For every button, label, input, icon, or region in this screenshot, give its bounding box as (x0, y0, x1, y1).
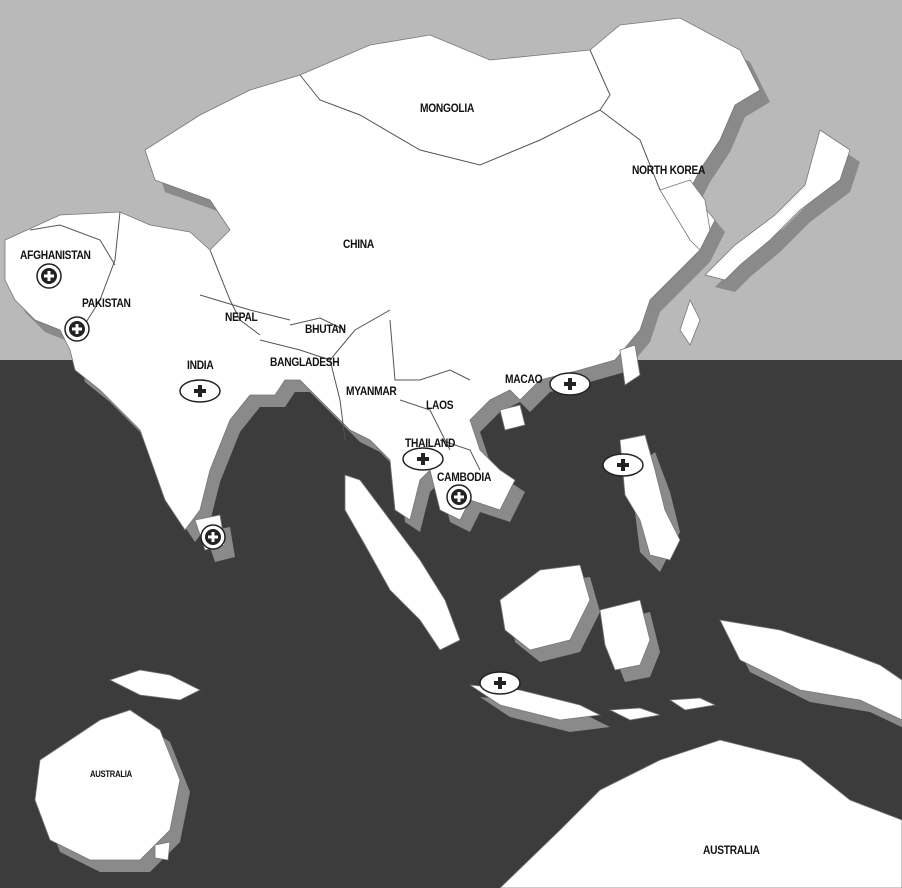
marker-sri-lanka (200, 524, 226, 550)
label-china: CHINA (343, 237, 375, 251)
taiwan (619, 344, 641, 386)
label-cambodia: CAMBODIA (437, 470, 492, 484)
label-nepal: NEPAL (225, 310, 258, 324)
marker-philippines (602, 453, 644, 477)
label-north-korea: NORTH KOREA (632, 163, 706, 177)
label-india: INDIA (187, 358, 214, 372)
label-afghanistan: AFGHANISTAN (20, 248, 91, 262)
korea-peninsula (659, 179, 711, 251)
red-cross-plus-icon (36, 263, 644, 695)
label-bhutan: BHUTAN (305, 322, 346, 336)
label-thailand: THAILAND (405, 436, 456, 450)
australia-inset (34, 709, 181, 861)
sulawesi (599, 599, 651, 671)
marker-afghanistan (36, 263, 62, 289)
marker-macao (549, 372, 591, 396)
borneo (499, 564, 591, 651)
marker-indonesia (479, 671, 521, 695)
label-australia-inset: AUSTRALIA (90, 769, 132, 779)
marker-cambodia (446, 484, 472, 510)
label-bangladesh: BANGLADESH (270, 355, 340, 369)
label-myanmar: MYANMAR (346, 384, 397, 398)
borders (29, 49, 661, 471)
sumatra (344, 474, 461, 651)
label-australia: AUSTRALIA (703, 843, 760, 857)
marker-pakistan (64, 316, 90, 342)
label-pakistan: PAKISTAN (82, 296, 131, 310)
label-laos: LAOS (426, 398, 454, 412)
marker-thailand (402, 447, 444, 471)
label-mongolia: MONGOLIA (420, 101, 475, 115)
new-guinea (719, 619, 902, 721)
japan (704, 129, 851, 281)
label-macao: MACAO (505, 372, 543, 386)
australia-mainland (499, 739, 902, 888)
marker-india (179, 379, 221, 403)
